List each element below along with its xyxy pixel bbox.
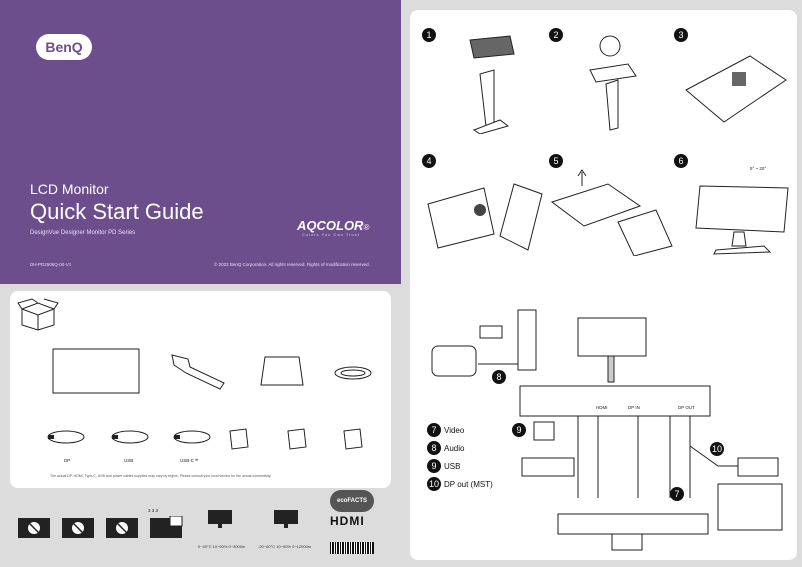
operating-conditions: 0~40°C 10~90% 0~3000m (198, 544, 246, 549)
stand-base-illustration (260, 356, 304, 386)
port-label-hdmi: HDMI (596, 405, 608, 410)
tilt-angle-label: 5° ~ 20° (750, 166, 767, 171)
callout-10: 10 (710, 442, 724, 456)
step-6-illustration (695, 185, 789, 255)
stack-limit-label: 3 3 3 (148, 508, 159, 513)
barcode (330, 542, 374, 554)
ecofacts-badge: ecoFACTS (330, 490, 374, 512)
storage-monitor-icon (274, 510, 298, 528)
storage-conditions: -20~60°C 10~90% 0~12000m (258, 544, 312, 549)
aqcolor-logo: AQCOLOR® (297, 218, 370, 233)
guide-title: Quick Start Guide (30, 199, 204, 224)
usbc-cable-illustration (173, 430, 211, 444)
step-2-illustration (589, 35, 637, 131)
stand-arm-illustration (171, 354, 225, 390)
assembly-panel: 1 2 3 4 5 6 5° ~ 20° (410, 10, 797, 560)
cable-label-usb: USB (124, 458, 134, 463)
warning-icon-3 (106, 518, 138, 538)
port-label-dpout: DP OUT (678, 405, 695, 410)
cable-label-dp: DP (64, 458, 71, 463)
step-4-badge: 4 (422, 154, 436, 168)
warning-icon-4 (150, 516, 183, 538)
warning-icon-1 (18, 518, 50, 538)
port-label-dpin: DP IN (628, 405, 640, 410)
callout-8: 8 (492, 370, 506, 384)
box-contents-panel: DP USB USB-C™ The actual DP, HDMI, Type-… (10, 291, 391, 488)
series-subtitle: DesignVue Designer Monitor PD Series (30, 230, 136, 236)
warning-icon-2 (62, 518, 94, 538)
booklet-illustration-1 (229, 428, 249, 450)
step-3-illustration (685, 55, 787, 123)
monitor-panel-illustration (52, 348, 140, 394)
cover-panel: BenQ LCD Monitor Quick Start Guide Desig… (0, 0, 401, 284)
product-type: LCD Monitor (30, 181, 109, 197)
callout-7: 7 (670, 487, 684, 501)
benq-logo: BenQ (36, 34, 92, 60)
cable-label-usbc: USB-C™ (180, 458, 199, 463)
step-5-illustration (550, 169, 673, 256)
dp-cable-illustration (47, 430, 85, 444)
aqcolor-tagline: Colors You Can Trust (302, 232, 360, 237)
usb-cable-illustration (111, 430, 149, 444)
booklet-illustration-3 (343, 428, 363, 450)
step-6-badge: 6 (674, 154, 688, 168)
hdmi-logo: HDMI (330, 514, 365, 528)
power-cord-illustration (334, 366, 372, 380)
copyright: © 2022 BenQ Corporation. All rights rese… (214, 262, 370, 267)
connection-diagram (431, 309, 783, 551)
step-4-illustration (427, 183, 543, 251)
step-1-badge: 1 (422, 28, 436, 42)
booklet-illustration-2 (287, 428, 307, 450)
step-5-badge: 5 (549, 154, 563, 168)
box-footer-note: The actual DP, HDMI, Type-C, USB and pow… (50, 474, 272, 478)
callout-9: 9 (512, 423, 526, 437)
step-2-badge: 2 (549, 28, 563, 42)
part-number: DH-PD2506Q-00-V1 (30, 262, 72, 267)
step-3-badge: 3 (674, 28, 688, 42)
operating-monitor-icon (208, 510, 232, 528)
step-1-illustration (469, 35, 515, 134)
open-box-icon (17, 298, 59, 331)
